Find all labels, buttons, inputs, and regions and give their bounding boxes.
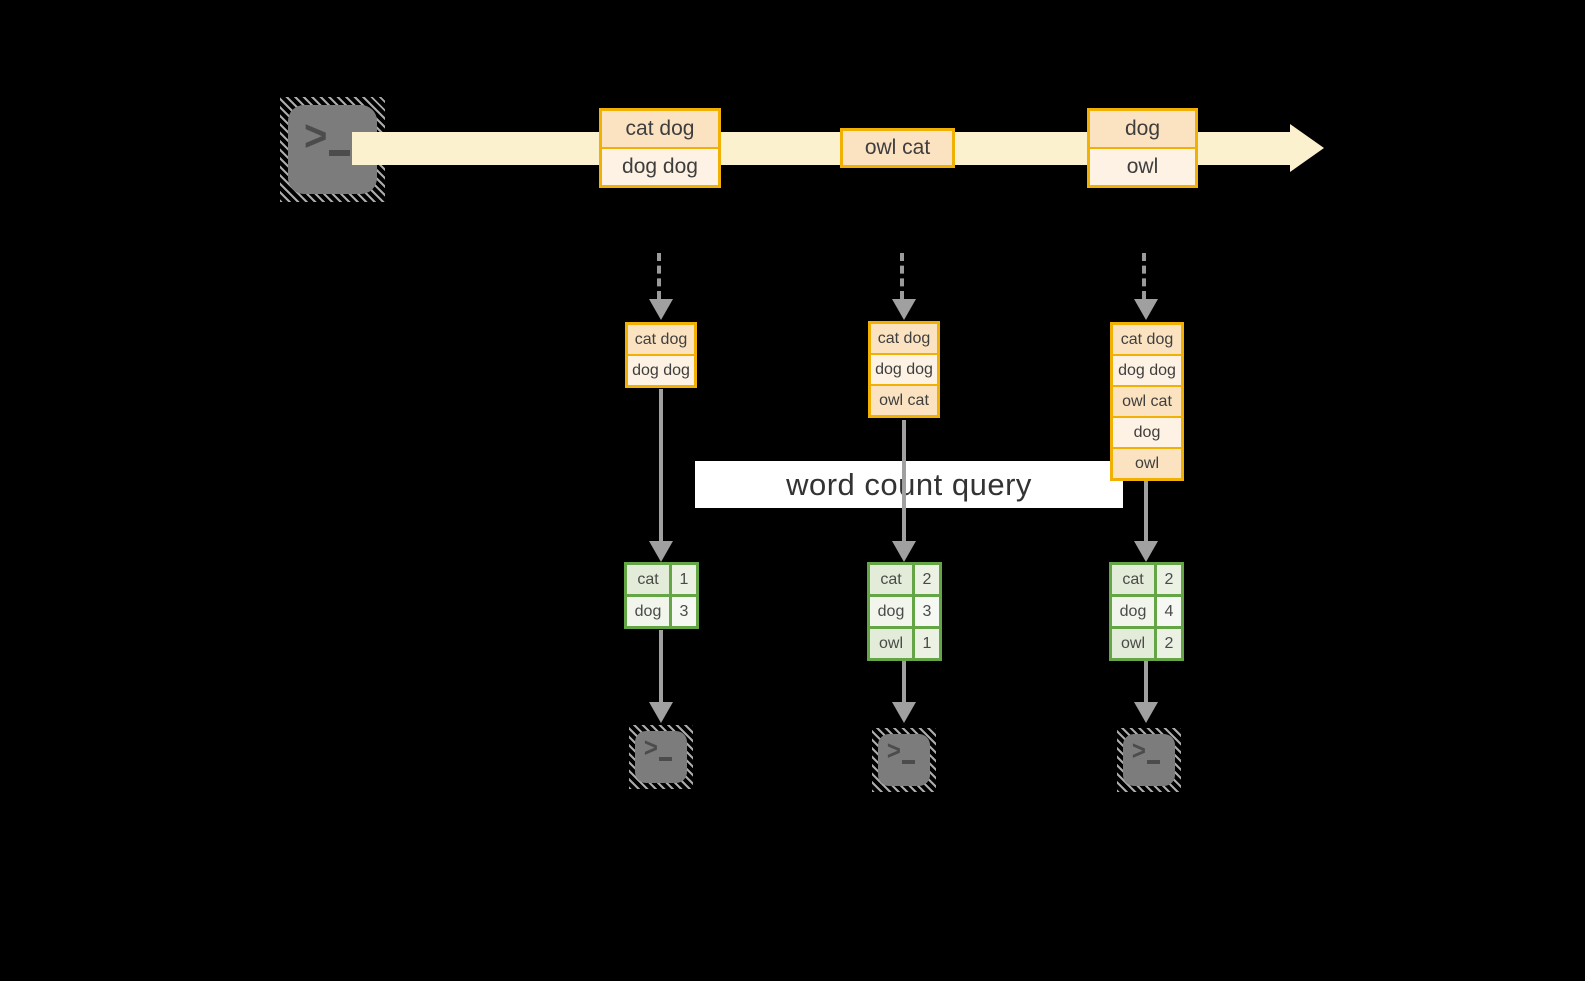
window-buffer-2: cat dog dog dog owl cat [868, 321, 940, 418]
sink-terminal-icon-3: > [1117, 728, 1181, 792]
window-row: cat dog [1113, 325, 1181, 354]
window-row: owl cat [1113, 387, 1181, 416]
result-count-cell: 1 [672, 565, 696, 594]
result-count-cell: 3 [672, 597, 696, 626]
window-to-result-arrow-2 [902, 420, 906, 542]
window-row: dog dog [628, 356, 694, 385]
stream-event-row: dog dog [602, 149, 718, 185]
terminal-window: > [878, 734, 930, 786]
result-word-cell: dog [870, 597, 912, 626]
window-row: dog dog [1113, 356, 1181, 385]
window-row: cat dog [871, 324, 937, 353]
terminal-window: > [1123, 734, 1175, 786]
result-count-cell: 2 [1157, 565, 1181, 594]
arrowhead-icon [1134, 299, 1158, 320]
stream-to-window-arrow-3 [1142, 253, 1146, 299]
arrowhead-icon [649, 299, 673, 320]
arrowhead-icon [649, 541, 673, 562]
result-word-cell: dog [627, 597, 669, 626]
window-to-result-arrow-1 [659, 389, 663, 542]
result-word-cell: owl [870, 629, 912, 658]
terminal-cursor-icon [1146, 760, 1161, 765]
result-word-cell: cat [870, 565, 912, 594]
result-table-1: cat 1 dog 3 [624, 562, 699, 629]
result-count-cell: 3 [915, 597, 939, 626]
result-to-sink-arrow-1 [659, 630, 663, 703]
result-count-cell: 2 [915, 565, 939, 594]
stream-event-row: dog [1090, 111, 1195, 147]
result-word-cell: owl [1112, 629, 1154, 658]
stream-event-1: cat dog dog dog [599, 108, 721, 188]
sink-terminal-icon-1: > [629, 725, 693, 789]
arrowhead-icon [892, 299, 916, 320]
result-count-cell: 1 [915, 629, 939, 658]
stream-event-row: owl cat [843, 131, 952, 165]
arrowhead-icon [649, 702, 673, 723]
word-count-query-label: word count query [786, 466, 1032, 502]
arrowhead-icon [892, 541, 916, 562]
terminal-cursor-icon [658, 757, 673, 762]
window-row: dog [1113, 418, 1181, 447]
stream-event-row: cat dog [602, 111, 718, 147]
result-to-sink-arrow-3 [1144, 660, 1148, 703]
result-count-cell: 4 [1157, 597, 1181, 626]
stream-event-row: owl [1090, 149, 1195, 185]
window-row: cat dog [628, 325, 694, 354]
window-buffer-1: cat dog dog dog [625, 322, 697, 388]
stream-to-window-arrow-1 [657, 253, 661, 299]
arrowhead-icon [1134, 541, 1158, 562]
arrowhead-icon [1134, 702, 1158, 723]
word-count-query-label-box: word count query [695, 461, 1123, 508]
terminal-cursor-icon [328, 149, 351, 156]
sink-terminal-icon-2: > [872, 728, 936, 792]
terminal-prompt-icon: > [304, 111, 328, 161]
stream-arrowhead-icon [1290, 124, 1324, 172]
window-buffer-3: cat dog dog dog owl cat dog owl [1110, 322, 1184, 481]
stream-event-2: owl cat [840, 128, 955, 168]
result-table-2: cat 2 dog 3 owl 1 [867, 562, 942, 661]
result-to-sink-arrow-2 [902, 660, 906, 703]
window-to-result-arrow-3 [1144, 481, 1148, 542]
terminal-prompt-icon: > [1131, 736, 1146, 767]
stream-to-window-arrow-2 [900, 253, 904, 299]
result-word-cell: cat [1112, 565, 1154, 594]
result-table-3: cat 2 dog 4 owl 2 [1109, 562, 1184, 661]
result-word-cell: cat [627, 565, 669, 594]
terminal-prompt-icon: > [643, 733, 658, 764]
window-row: owl [1113, 449, 1181, 478]
terminal-window: > [635, 731, 687, 783]
stream-event-3: dog owl [1087, 108, 1198, 188]
terminal-prompt-icon: > [886, 736, 901, 767]
terminal-cursor-icon [901, 760, 916, 765]
result-word-cell: dog [1112, 597, 1154, 626]
window-row: dog dog [871, 355, 937, 384]
result-count-cell: 2 [1157, 629, 1181, 658]
window-row: owl cat [871, 386, 937, 415]
arrowhead-icon [892, 702, 916, 723]
